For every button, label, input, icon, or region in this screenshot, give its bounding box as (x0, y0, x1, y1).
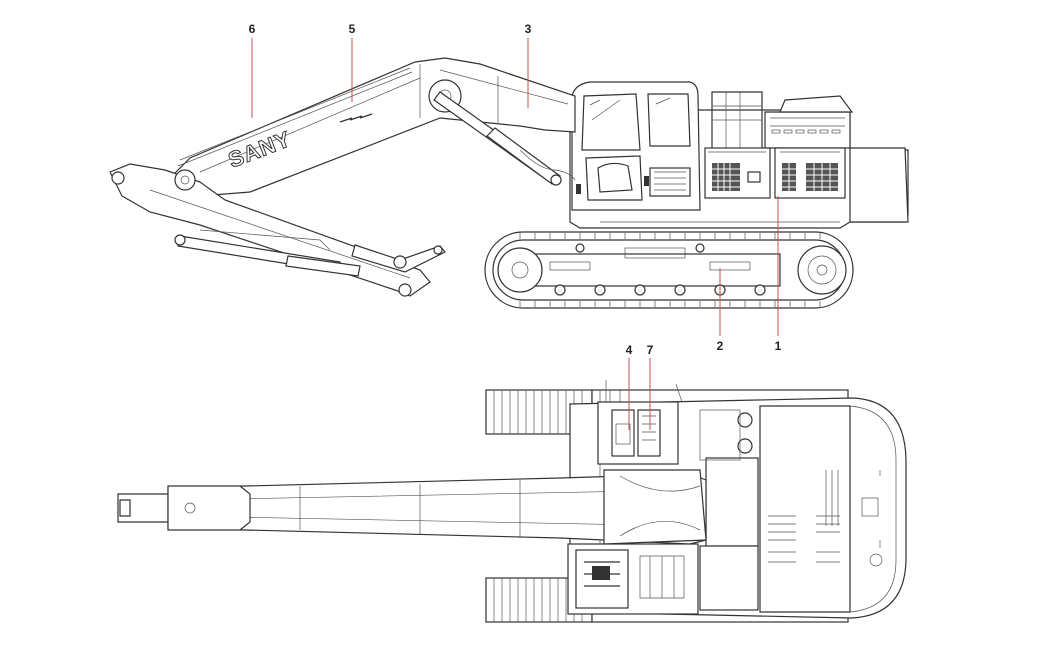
callout-6: 6 (249, 22, 256, 36)
grille-middle[interactable] (782, 163, 796, 191)
grille-left[interactable] (712, 163, 740, 191)
operator-cab (571, 81, 701, 211)
top-vents (768, 470, 840, 563)
boom-arm-top (117, 469, 707, 545)
callout-7: 7 (647, 343, 654, 357)
side-view: SANY (109, 22, 909, 353)
top-view: 4 7 (117, 343, 907, 623)
callout-3: 3 (525, 22, 532, 36)
side-leader-lines (251, 38, 779, 336)
callout-4: 4 (626, 343, 633, 357)
callout-1: 1 (775, 339, 782, 353)
boom-cylinder (433, 91, 576, 186)
callout-2: 2 (717, 339, 724, 353)
top-leader-lines (628, 358, 651, 430)
louvers-top (771, 129, 841, 134)
cab-top (567, 543, 699, 615)
arm (109, 163, 446, 297)
callout-5: 5 (349, 22, 356, 36)
boom: SANY (166, 57, 576, 197)
grille-right[interactable] (806, 163, 838, 191)
track-assembly (484, 231, 854, 309)
track-pads (519, 233, 821, 307)
component-box-top (597, 380, 683, 465)
